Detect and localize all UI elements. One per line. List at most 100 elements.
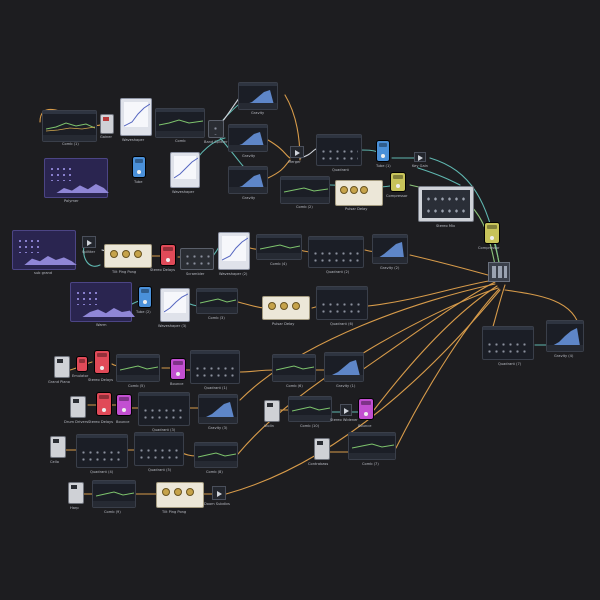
waveshaper-2-label: Waveshaper — [172, 190, 195, 194]
stereo-mix-device[interactable] — [418, 186, 474, 222]
drum-drivers-label: Drum Drivers — [64, 420, 89, 424]
cable — [239, 369, 276, 373]
bounce-3-pedal[interactable] — [358, 398, 374, 420]
warm-synth[interactable] — [70, 282, 135, 322]
gravity-1-label: Gravity — [251, 111, 265, 115]
cello-label: Cello — [50, 460, 59, 464]
polymer-label: Polymer — [64, 199, 79, 203]
tube-2-pedal[interactable] — [138, 286, 152, 308]
tilt-ping-pong-device[interactable] — [104, 244, 152, 268]
cable — [367, 279, 496, 307]
comb-3-label: Comb (4) — [270, 262, 287, 266]
waveshaper-device[interactable] — [120, 98, 152, 136]
comb-6-label: Comb (6) — [286, 384, 303, 388]
cable — [225, 289, 501, 495]
gravity-6-label: Gravity (1) — [336, 384, 356, 388]
sub-grand-synth[interactable] — [12, 230, 78, 270]
cello-device[interactable] — [50, 436, 66, 458]
comb-6-device[interactable] — [272, 354, 316, 382]
comb-4-device[interactable] — [196, 288, 238, 314]
pulsar-delay-device[interactable] — [335, 180, 383, 206]
quadrant-3-device[interactable] — [316, 286, 368, 320]
quadrant-5-label: Quadrant (1) — [204, 386, 228, 390]
bounce-pedal[interactable] — [170, 358, 186, 380]
comb-9-device[interactable] — [348, 432, 396, 460]
tube-2-label: Tube (2) — [136, 310, 151, 314]
tube-1-pedal[interactable] — [376, 140, 390, 162]
comb-5-device[interactable] — [116, 354, 160, 382]
quadrant-2-device[interactable] — [308, 236, 364, 268]
band-splitter-label: Band Splitter — [204, 140, 228, 144]
comb-9-label: Comb (7) — [362, 462, 379, 466]
stereo-delays-3-pedal[interactable] — [96, 392, 112, 416]
gravity-7-label: Gravity (3) — [208, 426, 228, 430]
scrambler-label: Scrambler — [186, 272, 205, 276]
stereo-delays-2-pedal[interactable] — [94, 350, 110, 374]
comb-device[interactable] — [155, 108, 205, 138]
gravity-2-device[interactable] — [228, 124, 268, 152]
warm-label: Warm — [96, 323, 107, 327]
comb-filter-device[interactable] — [42, 110, 97, 142]
cable — [373, 285, 498, 411]
sub-grand-label: sub grand — [34, 271, 53, 275]
compressor-pedal[interactable] — [390, 172, 406, 192]
contrabass-device[interactable] — [314, 438, 330, 460]
emulator-pedal[interactable] — [76, 356, 88, 372]
bounce-label: Bounce — [170, 382, 184, 386]
polymer-synth[interactable] — [44, 158, 110, 198]
compressor-2-pedal[interactable] — [484, 222, 500, 244]
harp-label: Harp — [70, 506, 79, 510]
splitter-label: Splitter — [82, 250, 96, 254]
tilt-ping-pong-2-device[interactable] — [156, 482, 204, 508]
harp-device[interactable] — [68, 482, 84, 504]
quadrant-4-device[interactable] — [482, 326, 534, 360]
quadrant-6-device[interactable] — [138, 392, 190, 426]
comb-10-device[interactable] — [92, 480, 136, 508]
quadrant-3-label: Quadrant (6) — [330, 322, 354, 326]
quadrant-device[interactable] — [316, 134, 362, 166]
splitter-device[interactable] — [82, 236, 96, 248]
gainer-device[interactable] — [100, 114, 114, 134]
scrambler-device[interactable] — [180, 248, 214, 270]
violin-device[interactable] — [264, 400, 280, 422]
gravity-4-label: Gravity (2) — [380, 266, 400, 270]
gravity-3-device[interactable] — [228, 166, 268, 194]
gravity-7-device[interactable] — [198, 394, 238, 424]
merger-device[interactable] — [290, 146, 304, 158]
comb-8-device[interactable] — [194, 442, 238, 468]
waveshaper-3-device[interactable] — [218, 232, 250, 270]
comb-2-device[interactable] — [280, 176, 330, 204]
comb-2-label: Comb (2) — [296, 205, 313, 209]
waveshaper-4-device[interactable] — [160, 288, 190, 322]
gravity-4-device[interactable] — [372, 234, 408, 264]
bounce-2-pedal[interactable] — [116, 394, 132, 416]
band-splitter-device[interactable] — [208, 120, 224, 138]
tube-pedal[interactable] — [132, 156, 146, 178]
comb-3-device[interactable] — [256, 234, 302, 260]
doom-subdivs-device[interactable] — [212, 486, 226, 500]
comb-7-label: Comb (10) — [300, 424, 320, 428]
key-gain-device[interactable] — [414, 152, 426, 162]
grand-piano-device[interactable] — [54, 356, 70, 378]
pulsar-delay-2-device[interactable] — [262, 296, 310, 320]
audio-output-hub[interactable] — [488, 262, 510, 282]
gravity-1-device[interactable] — [238, 82, 278, 110]
pulsar-delay-2-label: Pulsar Delay — [272, 322, 295, 326]
quadrant-7-device[interactable] — [76, 434, 128, 468]
stereo-delay-pedal[interactable] — [160, 244, 176, 266]
comb-7-device[interactable] — [288, 396, 332, 422]
tilt-ping-pong-label: Tilt Ping Pong — [112, 270, 137, 274]
drum-drivers-device[interactable] — [70, 396, 86, 418]
quadrant-5-device[interactable] — [190, 350, 240, 384]
gravity-5-device[interactable] — [546, 320, 584, 352]
quadrant-7-label: Quadrant (4) — [90, 470, 114, 474]
stereo-widener-device[interactable] — [340, 404, 352, 416]
compressor-2-label: Compressor — [478, 246, 500, 250]
grand-piano-label: Grand Piano — [48, 380, 70, 384]
waveshaper-2-device[interactable] — [170, 152, 200, 188]
quadrant-8-device[interactable] — [134, 432, 184, 466]
gravity-6-device[interactable] — [324, 352, 364, 382]
comb-5-label: Comb (5) — [128, 384, 145, 388]
key-gain-label: Key Gain — [412, 164, 428, 168]
